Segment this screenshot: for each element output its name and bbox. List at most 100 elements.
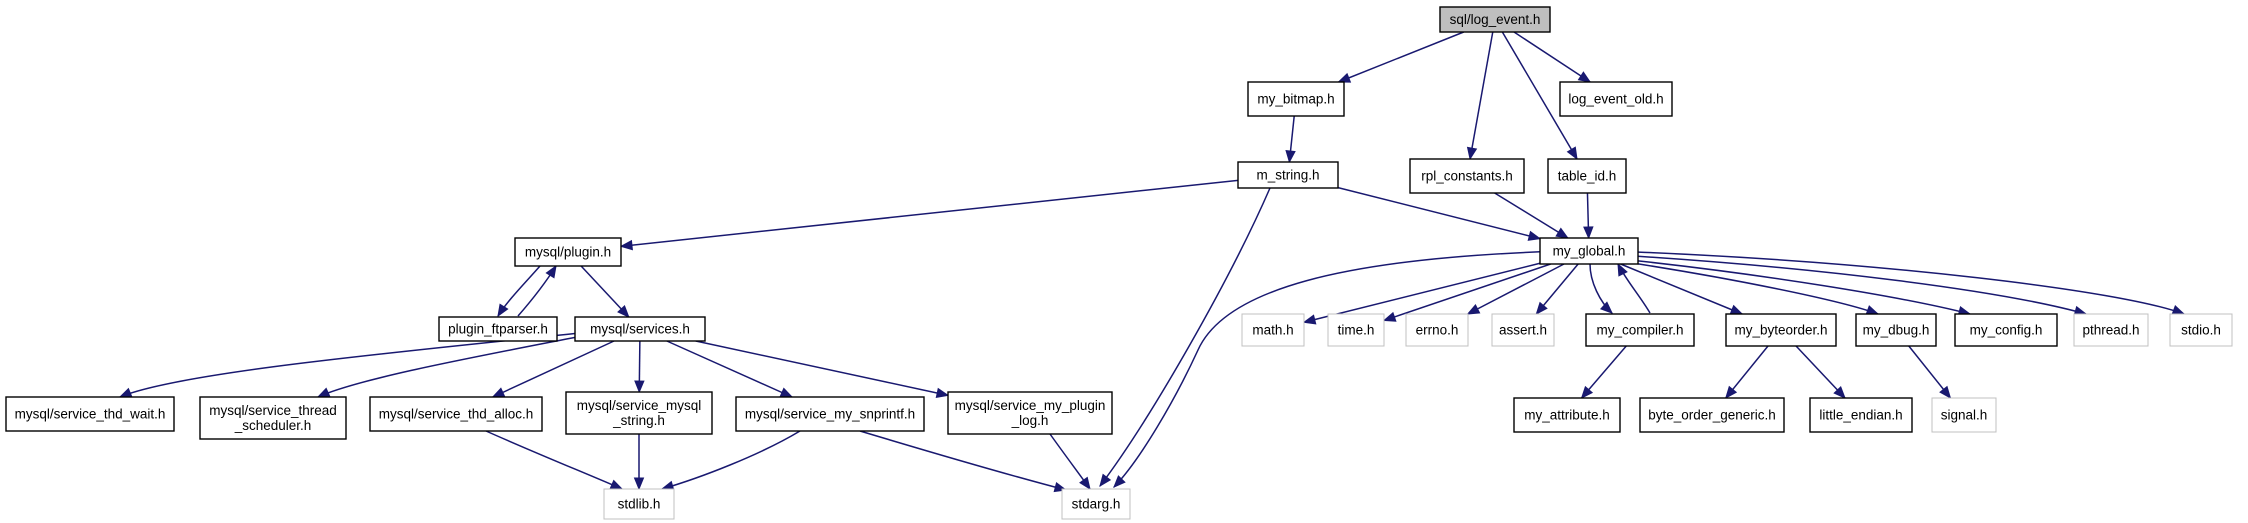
- node-svc_mysql_string[interactable]: mysql/service_mysql_string.h: [565, 391, 713, 435]
- edge-my_byteorder-to-little_endian: [1795, 345, 1846, 399]
- node-box: [1547, 158, 1627, 194]
- edge-arrowhead: [1555, 227, 1569, 239]
- edge-line: [580, 265, 630, 318]
- node-svc_thread_sched[interactable]: mysql/service_thread_scheduler.h: [199, 396, 347, 440]
- node-plugin_ftparser[interactable]: plugin_ftparser.h: [438, 316, 558, 342]
- edge-line: [317, 335, 583, 398]
- edge-arrowhead: [1535, 301, 1548, 316]
- edge-log_event-to-my_bitmap: [1337, 31, 1464, 83]
- node-log_event_old[interactable]: log_event_old.h: [1559, 81, 1673, 117]
- edge-plugin_ftparser-to-plugin: [517, 264, 557, 317]
- node-plugin[interactable]: mysql/plugin.h: [514, 237, 622, 267]
- edge-line: [1513, 31, 1591, 83]
- edge-arrowhead: [617, 305, 630, 318]
- node-log_event[interactable]: sql/log_event.h: [1439, 6, 1551, 33]
- node-my_attribute[interactable]: my_attribute.h: [1513, 397, 1621, 433]
- edge-arrowhead: [1337, 72, 1352, 83]
- edge-line: [1303, 262, 1541, 323]
- edges-layer: [118, 31, 2186, 493]
- node-label: signal.h: [1941, 408, 1988, 423]
- edge-svc_my_plugin_log-to-stdarg: [1049, 433, 1091, 491]
- node-box: [1954, 313, 2058, 347]
- node-label: plugin_ftparser.h: [448, 322, 548, 337]
- node-services[interactable]: mysql/services.h: [574, 316, 706, 342]
- edge-log_event-to-table_id: [1501, 31, 1578, 161]
- edge-arrowhead: [1865, 305, 1880, 315]
- edge-arrowhead: [1617, 262, 1628, 277]
- edge-my_global-to-math: [1302, 262, 1541, 325]
- edge-my_global-to-my_compiler: [1589, 263, 1613, 314]
- node-my_compiler[interactable]: my_compiler.h: [1585, 313, 1695, 347]
- node-label: _scheduler.h: [234, 418, 312, 433]
- edge-my_global-to-my_config: [1629, 259, 1972, 317]
- node-box: [514, 237, 622, 267]
- node-little_endian[interactable]: little_endian.h: [1809, 397, 1913, 433]
- node-box: [1931, 397, 1997, 433]
- edge-arrowhead: [1566, 146, 1578, 161]
- edge-my_byteorder-to-byte_order_generic: [1724, 345, 1769, 400]
- node-label: my_attribute.h: [1524, 408, 1610, 423]
- node-label: mysql/plugin.h: [525, 245, 611, 260]
- edge-arrowhead: [1599, 301, 1613, 314]
- edge-line: [1469, 31, 1494, 160]
- node-m_string[interactable]: m_string.h: [1237, 161, 1339, 189]
- node-byte_order_generic[interactable]: byte_order_generic.h: [1639, 397, 1785, 433]
- edge-my_compiler-to-my_global: [1617, 262, 1651, 314]
- edge-svc_mysql_string-to-stdlib: [633, 434, 645, 491]
- node-svc_thd_alloc[interactable]: mysql/service_thd_alloc.h: [369, 396, 543, 432]
- edge-my_global-to-stdio: [1635, 251, 2186, 315]
- node-label: mysql/services.h: [590, 322, 690, 337]
- node-label: mysql/service_mysql: [577, 398, 702, 413]
- node-svc_my_plugin_log[interactable]: mysql/service_my_plugin_log.h: [947, 391, 1113, 435]
- edge-arrowhead: [634, 380, 645, 394]
- node-label: my_global.h: [1553, 244, 1626, 259]
- edge-arrowhead: [1382, 311, 1397, 322]
- node-box: [199, 396, 347, 440]
- edge-arrowhead: [497, 303, 509, 318]
- edge-line: [1620, 263, 1743, 315]
- node-label: rpl_constants.h: [1421, 169, 1513, 184]
- edge-arrowhead: [1577, 71, 1592, 83]
- node-label: assert.h: [1499, 323, 1547, 338]
- node-my_byteorder[interactable]: my_byteorder.h: [1725, 313, 1837, 347]
- edge-line: [695, 340, 949, 397]
- node-box: [1513, 397, 1621, 433]
- node-rpl_constants[interactable]: rpl_constants.h: [1409, 158, 1525, 194]
- node-table_id[interactable]: table_id.h: [1547, 158, 1627, 194]
- edge-arrowhead: [1724, 385, 1738, 400]
- edge-arrowhead: [1527, 230, 1542, 241]
- edge-line: [1113, 250, 1563, 488]
- edge-arrowhead: [1099, 473, 1112, 488]
- edge-arrowhead: [935, 387, 950, 399]
- edge-arrowhead: [491, 387, 506, 398]
- node-my_bitmap[interactable]: my_bitmap.h: [1247, 81, 1345, 117]
- edge-arrowhead: [1113, 475, 1126, 488]
- node-label: _string.h: [612, 413, 665, 428]
- edge-arrowhead: [1302, 314, 1317, 325]
- edge-arrowhead: [779, 387, 794, 398]
- edge-my_dbug-to-signal: [1908, 345, 1952, 400]
- edge-arrowhead: [609, 479, 624, 490]
- edge-m_string-to-stdarg: [1099, 187, 1271, 488]
- node-my_dbug[interactable]: my_dbug.h: [1855, 313, 1937, 347]
- edge-m_string-to-my_global: [1337, 186, 1542, 241]
- node-box: [574, 316, 706, 342]
- node-my_global[interactable]: my_global.h: [1539, 237, 1639, 265]
- edge-line: [1337, 186, 1541, 240]
- edge-rpl_constants-to-my_global: [1494, 192, 1569, 239]
- edge-arrowhead: [1939, 385, 1952, 400]
- node-stdio: stdio.h: [2169, 313, 2233, 347]
- node-label: mysql/service_thd_wait.h: [15, 407, 166, 422]
- node-my_config[interactable]: my_config.h: [1954, 313, 2058, 347]
- node-label: errno.h: [1416, 323, 1459, 338]
- edge-arrowhead: [1580, 385, 1594, 400]
- node-pthread: pthread.h: [2073, 313, 2149, 347]
- node-assert: assert.h: [1491, 313, 1555, 347]
- node-label: stdlib.h: [618, 497, 661, 512]
- node-svc_thd_wait[interactable]: mysql/service_thd_wait.h: [5, 396, 175, 432]
- node-stdarg: stdarg.h: [1061, 488, 1131, 520]
- edge-arrowhead: [1833, 386, 1846, 399]
- node-svc_my_snprintf[interactable]: mysql/service_my_snprintf.h: [735, 396, 925, 432]
- edge-svc_my_snprintf-to-stdlib: [660, 430, 801, 491]
- edge-line: [1383, 263, 1551, 322]
